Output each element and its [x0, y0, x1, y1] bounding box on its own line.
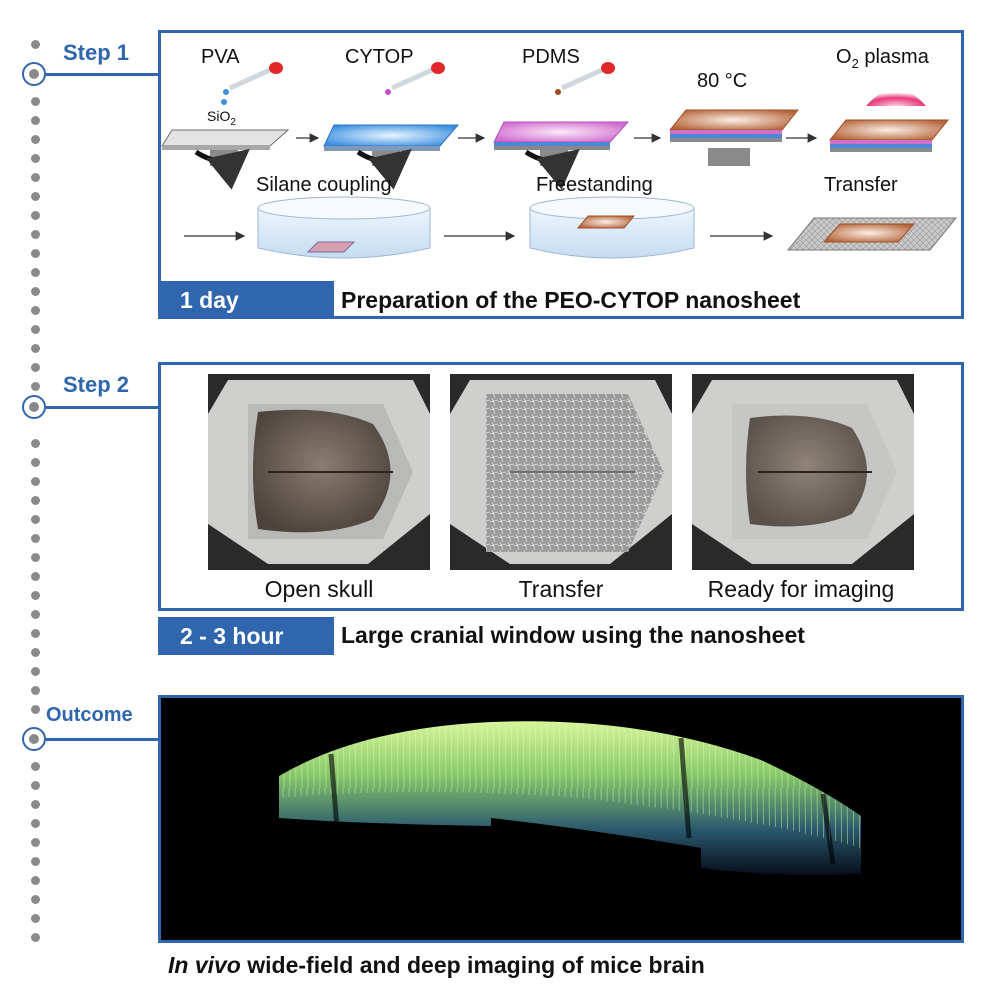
timeline-dot [31, 363, 40, 372]
step2-connector [46, 406, 160, 409]
step1-node [22, 62, 46, 86]
timeline-dot [31, 496, 40, 505]
timeline-dot [31, 306, 40, 315]
photo-open-skull [208, 374, 430, 570]
stage-label: Transfer [824, 174, 898, 196]
timeline-dot [31, 192, 40, 201]
timeline-dot [31, 629, 40, 638]
pdms-layer [493, 121, 630, 190]
plasma-stack [828, 89, 950, 152]
timeline-dot [31, 591, 40, 600]
timeline-dot [31, 895, 40, 904]
step2-caption: Large cranial window using the nanosheet [341, 622, 805, 648]
timeline-dot [31, 762, 40, 771]
timeline-dot [31, 287, 40, 296]
timeline-dot [31, 249, 40, 258]
photo-transfer [450, 374, 672, 570]
timeline-dot [31, 648, 40, 657]
petri-dish-floating [529, 196, 695, 259]
timeline-dot [31, 610, 40, 619]
petri-dish [257, 196, 431, 259]
cured-stack [668, 109, 800, 166]
timeline-dot [31, 268, 40, 277]
step2-node [22, 395, 46, 419]
timeline-dot [31, 439, 40, 448]
step2-duration-badge: 2 - 3 hour [158, 617, 334, 655]
step2-label: Step 2 [63, 372, 130, 397]
step1-caption: Preparation of the PEO-CYTOP nanosheet [341, 287, 801, 313]
plasma-label: O2 plasma [836, 46, 929, 71]
timeline-dot [31, 705, 40, 714]
outcome-label: Outcome [46, 704, 133, 726]
timeline-dot [31, 40, 40, 49]
stage-label: Silane coupling [256, 174, 392, 196]
timeline-dot [31, 135, 40, 144]
mesh-substrate [786, 217, 958, 251]
outcome-caption: In vivo wide-field and deep imaging of m… [168, 952, 705, 978]
timeline-dot [31, 876, 40, 885]
step1-connector [46, 73, 160, 76]
dropper-icon [221, 62, 283, 105]
timeline-dot [31, 800, 40, 809]
surgery-photos [208, 374, 914, 570]
step1-label: Step 1 [63, 40, 130, 65]
outcome-connector [46, 738, 160, 741]
timeline [0, 0, 160, 996]
timeline-dot [31, 914, 40, 923]
sio2-substrate [161, 129, 290, 190]
timeline-dot [31, 211, 40, 220]
step1-duration-badge: 1 day [158, 281, 334, 319]
temperature-label: 80 °C [697, 70, 748, 92]
timeline-dot [31, 553, 40, 562]
timeline-dot [31, 173, 40, 182]
brain-fluorescence-image [279, 721, 861, 876]
cytop-layer [323, 124, 460, 190]
dropper-icon [385, 62, 445, 95]
timeline-dot [31, 838, 40, 847]
timeline-dot [31, 686, 40, 695]
timeline-dot [31, 477, 40, 486]
timeline-dot [31, 325, 40, 334]
timeline-dot [31, 382, 40, 391]
timeline-dot [31, 154, 40, 163]
timeline-dot [31, 97, 40, 106]
timeline-dot [31, 344, 40, 353]
material-label: CYTOP [345, 46, 414, 68]
substrate-label: SiO2 [207, 108, 236, 128]
timeline-dot [31, 667, 40, 676]
timeline-dot [31, 230, 40, 239]
timeline-dot [31, 116, 40, 125]
timeline-dot [31, 819, 40, 828]
material-label: PDMS [522, 46, 580, 68]
timeline-dot [31, 515, 40, 524]
outcome-node [22, 727, 46, 751]
photo-label: Ready for imaging [707, 576, 895, 602]
dropper-icon [555, 62, 615, 95]
timeline-dot [31, 933, 40, 942]
photo-label: Open skull [264, 576, 374, 602]
photo-ready [692, 374, 914, 570]
fabrication-diagram [161, 62, 958, 259]
timeline-dot [31, 572, 40, 581]
timeline-dot [31, 857, 40, 866]
photo-label: Transfer [518, 576, 604, 602]
stage-label: Freestanding [536, 174, 653, 196]
material-label: PVA [201, 46, 240, 68]
timeline-dot [31, 458, 40, 467]
timeline-dot [31, 781, 40, 790]
timeline-dot [31, 534, 40, 543]
